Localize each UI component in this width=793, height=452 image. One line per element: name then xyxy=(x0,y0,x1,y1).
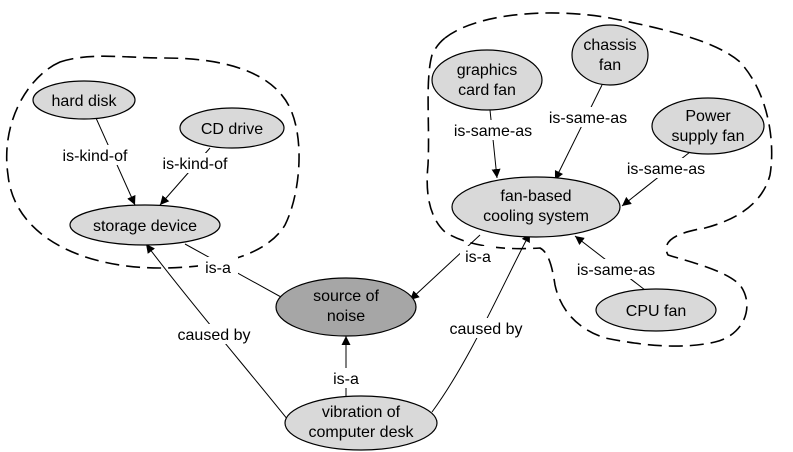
edge-label-power: is-same-as xyxy=(627,161,705,178)
node-source-of-noise[interactable]: source of noise xyxy=(275,277,417,337)
storage-group-boundary xyxy=(5,55,300,269)
node-vibration-of-computer-desk[interactable]: vibration of computer desk xyxy=(284,395,438,451)
fan-group-boundary xyxy=(426,12,773,347)
edge-label-cpu: is-same-as xyxy=(577,262,655,279)
node-power-supply-fan-label-1: Power xyxy=(685,108,731,125)
node-cpu-fan-label: CPU fan xyxy=(626,303,686,320)
edge-label-vibration-source: is-a xyxy=(333,371,359,388)
node-fan-cooling-label-1: fan-based xyxy=(500,188,571,205)
node-graphics-card-fan-label-1: graphics xyxy=(457,62,517,79)
node-chassis-fan[interactable]: chassis fan xyxy=(571,24,649,86)
node-hard-disk[interactable]: hard disk xyxy=(32,80,136,120)
node-fan-cooling-label-2: cooling system xyxy=(483,208,589,225)
edge-label-cd-drive: is-kind-of xyxy=(163,156,228,173)
node-source-noise-label-2: noise xyxy=(327,308,365,325)
edge-label-hard-disk: is-kind-of xyxy=(63,148,128,165)
edge-label-fan-source: is-a xyxy=(465,249,491,266)
node-storage-device-label: storage device xyxy=(93,218,197,235)
node-source-noise-label-1: source of xyxy=(313,288,379,305)
node-chassis-fan-label-2: fan xyxy=(599,57,621,74)
edge-label-graphics: is-same-as xyxy=(454,123,532,140)
node-cd-drive-label: CD drive xyxy=(201,121,263,138)
node-storage-device[interactable]: storage device xyxy=(69,204,221,246)
node-graphics-card-fan[interactable]: graphics card fan xyxy=(431,49,543,111)
edge-label-storage-source: is-a xyxy=(205,260,231,277)
node-cd-drive[interactable]: CD drive xyxy=(179,107,285,149)
node-cpu-fan[interactable]: CPU fan xyxy=(595,288,717,332)
edge-fan-to-source xyxy=(409,234,481,301)
node-vibration-label-1: vibration of xyxy=(322,404,401,421)
node-power-supply-fan[interactable]: Power supply fan xyxy=(651,97,765,155)
node-vibration-label-2: computer desk xyxy=(309,424,415,441)
node-power-supply-fan-label-2: supply fan xyxy=(672,128,745,145)
node-graphics-card-fan-label-2: card fan xyxy=(458,82,516,99)
node-fan-based-cooling-system[interactable]: fan-based cooling system xyxy=(451,176,621,238)
edge-label-vibration-storage: caused by xyxy=(178,327,251,344)
node-hard-disk-label: hard disk xyxy=(52,93,118,110)
node-chassis-fan-label-1: chassis xyxy=(583,37,636,54)
edge-label-vibration-fan: caused by xyxy=(450,321,523,338)
edge-chassis-to-fan xyxy=(554,84,603,181)
edge-label-chassis: is-same-as xyxy=(549,110,627,127)
